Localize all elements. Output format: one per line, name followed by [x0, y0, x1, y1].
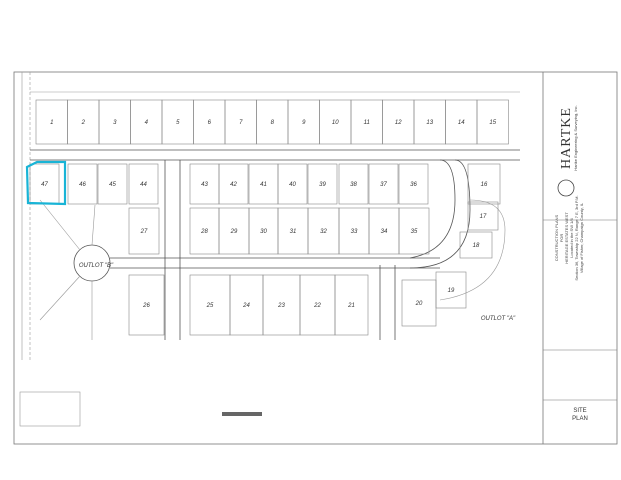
title-block: HARTKE Hartke Engineering & Surveying, I…	[554, 105, 584, 280]
curved-road	[409, 159, 471, 269]
lot-number: 28	[200, 229, 208, 235]
lot-boundary	[128, 274, 165, 336]
lot-number: 11	[364, 120, 370, 126]
project-line: HERITAGE ESTATES WEST	[564, 212, 569, 264]
outlot-boundary	[439, 199, 506, 301]
lot-number: 9	[302, 120, 306, 126]
lot-number: 20	[415, 301, 423, 307]
lot-number: 33	[351, 229, 358, 235]
lot-number: 35	[411, 229, 418, 235]
lot-number: 22	[313, 303, 321, 309]
lot-number: 47	[41, 182, 48, 188]
company-name: HARTKE	[559, 107, 574, 169]
lot-boundary	[368, 163, 399, 205]
lot-number: 42	[230, 182, 237, 188]
lot-number: 38	[350, 182, 357, 188]
lot-number: 16	[481, 182, 488, 188]
project-line: Village of Fisher, Champaign County, IL	[579, 202, 584, 273]
lot-number: 6	[208, 120, 212, 126]
lot-number: 13	[426, 120, 433, 126]
outlot-b-label: OUTLOT "B"	[79, 263, 114, 269]
lot-lines	[39, 199, 96, 340]
lot-boundary	[218, 163, 249, 205]
lot-number: 25	[206, 303, 214, 309]
lot-number: 36	[410, 182, 417, 188]
lot-number: 3	[113, 120, 117, 126]
lot-boundary	[398, 207, 430, 255]
lot-number: 46	[79, 182, 86, 188]
lot-number: 4	[145, 120, 149, 126]
lot-boundary	[467, 163, 501, 205]
lot-number: 17	[480, 214, 487, 220]
lot-number: 21	[347, 303, 355, 309]
lot-number: 32	[320, 229, 327, 235]
project-line: FOR	[559, 234, 564, 243]
sheet-border	[13, 71, 618, 445]
lot-boundary	[128, 207, 160, 255]
lot-number: 31	[290, 229, 297, 235]
lot-number: 41	[260, 182, 267, 188]
lot-number: 44	[140, 182, 147, 188]
scale-bar	[222, 412, 262, 416]
lot-number: 12	[395, 120, 402, 126]
lot-number: 2	[81, 120, 86, 126]
project-line: Located in the SW 1/4	[569, 218, 574, 258]
outlot-a-label: OUTLOT "A"	[481, 316, 516, 322]
lot-number: 39	[319, 182, 326, 188]
project-line: CONSTRUCTION PLANS	[554, 214, 559, 261]
lot-number: 5	[176, 120, 180, 126]
lot-number: 14	[458, 120, 465, 126]
lot-number: 34	[381, 229, 388, 235]
lot-number: 19	[448, 288, 455, 294]
lot-number: 30	[260, 229, 267, 235]
lot-number: 18	[473, 243, 480, 249]
compass-logo-icon	[557, 179, 575, 197]
highlighted-lot-boundary[interactable]	[25, 160, 67, 206]
lot-number: 15	[489, 120, 496, 126]
lot-number: 26	[142, 303, 150, 309]
lot-boundary	[459, 231, 493, 259]
lot-boundary	[97, 163, 128, 205]
lot-boundary	[128, 163, 159, 205]
curved-road	[409, 159, 456, 259]
lot-boundary	[398, 163, 429, 205]
lot-boundary	[277, 163, 308, 205]
sheet-title: SITE	[573, 408, 586, 414]
lot-number: 23	[277, 303, 285, 309]
lot-number: 27	[140, 229, 148, 235]
sheet-title: PLAN	[572, 416, 588, 422]
legend-box	[19, 391, 81, 427]
project-line: Section 36, Township 22 N, Range 7 E, 3r…	[574, 195, 579, 280]
lot-number: 7	[239, 120, 243, 126]
lot-number: 29	[230, 229, 238, 235]
lot-boundary	[435, 271, 467, 309]
lot-number: 40	[289, 182, 296, 188]
lot-number: 10	[332, 120, 339, 126]
lot-number: 37	[380, 182, 387, 188]
lot-boundary	[307, 163, 338, 205]
lot-number: 8	[271, 120, 275, 126]
lot-number: 1	[50, 120, 53, 126]
lot-number: 45	[109, 182, 116, 188]
lot-boundary	[476, 99, 509, 145]
lot-boundary	[334, 274, 369, 336]
lot-boundary	[467, 201, 499, 231]
lot-number: 43	[201, 182, 208, 188]
lot-number: 24	[242, 303, 250, 309]
lot-boundary	[338, 163, 369, 205]
lot-boundary	[67, 163, 98, 205]
company-subtitle: Hartke Engineering & Surveying, Inc.	[573, 105, 578, 171]
